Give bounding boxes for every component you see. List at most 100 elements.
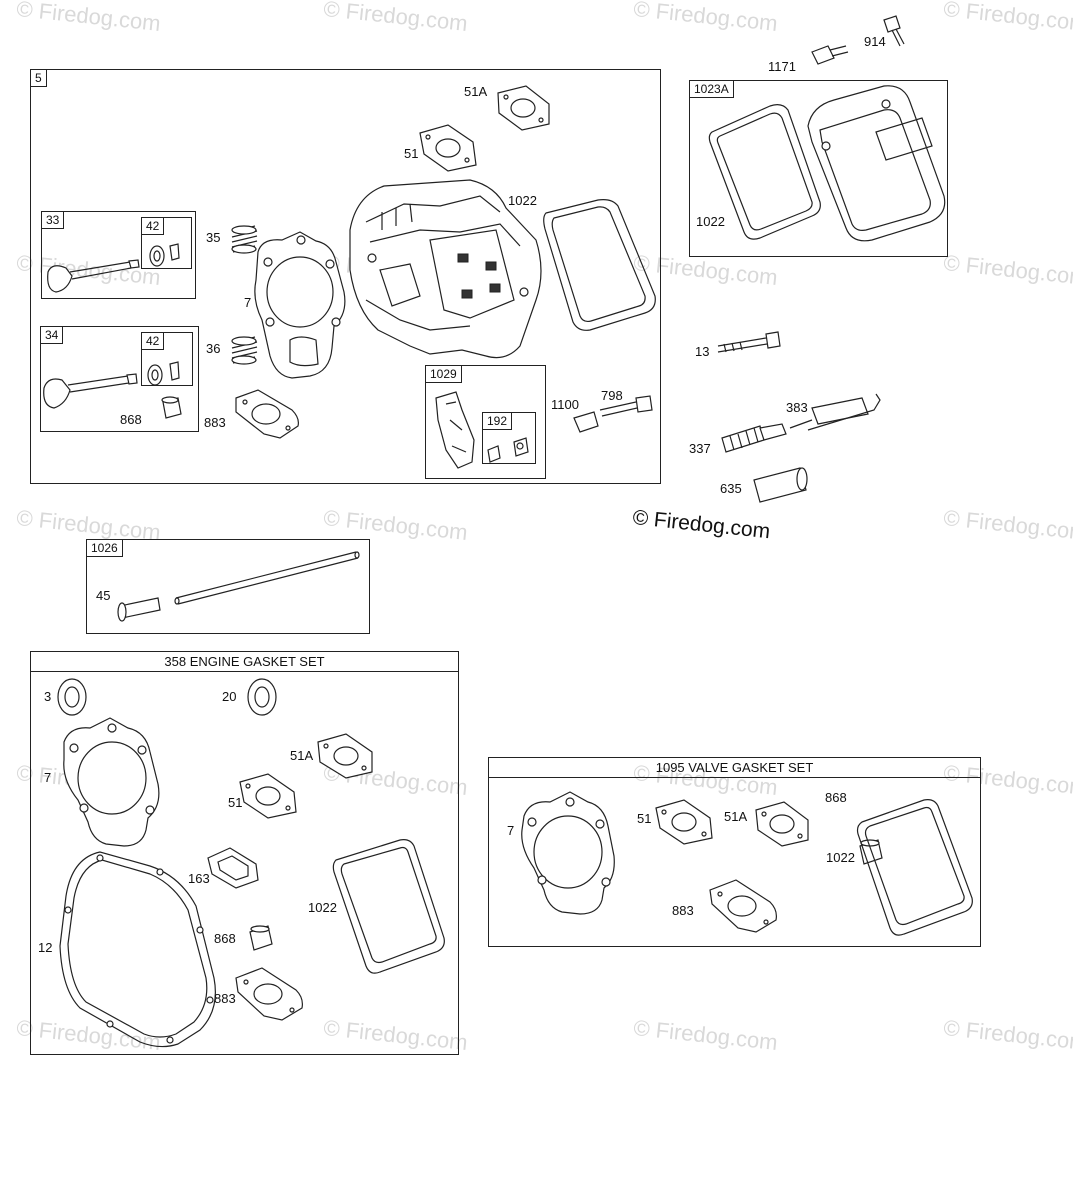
part-label: 3 bbox=[44, 689, 52, 704]
valve-keeper-b-drawing bbox=[148, 362, 179, 385]
pivot-1100-drawing bbox=[574, 412, 598, 432]
rocker-stud-798-drawing bbox=[600, 396, 652, 416]
part-label: 868 bbox=[214, 931, 236, 946]
part-label: 337 bbox=[689, 441, 711, 456]
oil-seal-3-drawing bbox=[58, 679, 86, 715]
box-rocker-arm: 1029 bbox=[425, 365, 546, 479]
part-label: 51A bbox=[464, 84, 488, 99]
part-label: 20 bbox=[222, 689, 237, 704]
tube-635-drawing bbox=[754, 468, 807, 502]
tappet-45-drawing bbox=[118, 598, 160, 621]
box-header: 358 ENGINE GASKET SET bbox=[31, 652, 458, 672]
box-rocker-nut: 192 bbox=[482, 412, 536, 464]
intake-gasket-51-valve-set-drawing bbox=[656, 800, 712, 844]
rocker-arm-drawing bbox=[436, 392, 474, 468]
part-label: 51A bbox=[724, 809, 748, 824]
part-label: 1171 bbox=[768, 59, 796, 74]
valve-seal-868-set-drawing bbox=[250, 926, 272, 950]
box-tag: 1029 bbox=[425, 365, 462, 383]
part-label: 883 bbox=[214, 991, 236, 1006]
gasket-163-drawing bbox=[208, 848, 258, 888]
valve-spring-35-drawing bbox=[232, 226, 257, 253]
intake-gasket-51a-drawing bbox=[498, 86, 549, 130]
valve-spring-36-drawing bbox=[232, 337, 257, 364]
part-label: 35 bbox=[206, 230, 221, 245]
box-valve-keeper-b: 42 bbox=[141, 332, 193, 386]
box-intake-valve: 33 bbox=[41, 211, 196, 299]
part-label: 7 bbox=[44, 770, 52, 785]
screw-13-drawing bbox=[718, 332, 780, 352]
part-label: 868 bbox=[120, 412, 142, 427]
part-label: 51A bbox=[290, 748, 314, 763]
part-label: 914 bbox=[864, 34, 886, 49]
part-label: 868 bbox=[825, 790, 847, 805]
part-label: 635 bbox=[720, 481, 742, 496]
part-label: 383 bbox=[786, 400, 808, 415]
part-label: 883 bbox=[672, 903, 694, 918]
part-label: 163 bbox=[188, 871, 210, 886]
box-tag: 42 bbox=[141, 332, 165, 350]
part-label: 1022 bbox=[308, 900, 337, 915]
box-tag: 1023A bbox=[689, 80, 734, 98]
box-main-cylinder-head: 5 bbox=[30, 69, 661, 484]
valve-seal-868-drawing bbox=[162, 397, 181, 418]
box-tag: 5 bbox=[30, 69, 47, 87]
crankcase-gasket-12-drawing bbox=[60, 852, 215, 1047]
box-valve-keeper-a: 42 bbox=[141, 217, 192, 269]
exhaust-gasket-883-valve-set-drawing bbox=[710, 880, 776, 932]
part-label: 798 bbox=[601, 388, 623, 403]
exhaust-gasket-883-drawing bbox=[236, 390, 298, 438]
box-tag: 1026 bbox=[86, 539, 123, 557]
intake-gasket-51a-valve-set-drawing bbox=[756, 802, 808, 846]
part-label: 883 bbox=[204, 415, 226, 430]
part-label: 36 bbox=[206, 341, 221, 356]
part-label: 1100 bbox=[551, 397, 579, 412]
spark-plug-337-drawing bbox=[722, 424, 786, 452]
rocker-cover-gasket-drawing bbox=[544, 200, 656, 331]
box-exhaust-valve: 34 bbox=[40, 326, 199, 432]
head-gasket-7-set-drawing bbox=[64, 718, 159, 846]
part-label: 1022 bbox=[826, 850, 855, 865]
valve-cover-gasket-drawing bbox=[709, 105, 820, 239]
intake-gasket-51a-set-drawing bbox=[318, 734, 372, 778]
rocker-nut-drawing bbox=[488, 438, 528, 462]
part-label: 51 bbox=[228, 795, 243, 810]
part-label: 7 bbox=[244, 295, 252, 310]
part-label: 13 bbox=[695, 344, 710, 359]
rocker-cover-gasket-set-drawing bbox=[333, 840, 444, 974]
box-valve-cover: 1023A bbox=[689, 80, 948, 257]
screw-914-drawing bbox=[884, 16, 904, 46]
box-push-rod: 1026 bbox=[86, 539, 370, 634]
intake-gasket-51-drawing bbox=[420, 125, 476, 171]
cylinder-head-drawing bbox=[350, 180, 541, 358]
oil-seal-20-drawing bbox=[248, 679, 276, 715]
breather-tube-1171-drawing bbox=[812, 46, 848, 64]
part-label: 1022 bbox=[696, 214, 725, 229]
push-rod-drawing bbox=[175, 552, 359, 604]
valve-seal-868-valve-set-drawing bbox=[860, 840, 882, 864]
box-tag: 33 bbox=[41, 211, 65, 229]
spark-plug-boot-383-drawing bbox=[790, 394, 880, 430]
box-engine-gasket-set: 358 ENGINE GASKET SET bbox=[30, 651, 459, 1055]
rocker-cover-gasket-valve-set-drawing bbox=[858, 800, 973, 936]
box-tag: 192 bbox=[482, 412, 513, 430]
part-label: 12 bbox=[38, 940, 53, 955]
intake-gasket-51-set-drawing bbox=[240, 774, 296, 818]
head-gasket-7-drawing bbox=[255, 232, 345, 378]
intake-valve-drawing bbox=[48, 260, 139, 292]
head-gasket-7-valve-set-drawing bbox=[522, 792, 615, 914]
part-label: 7 bbox=[507, 823, 515, 838]
part-label: 51 bbox=[637, 811, 652, 826]
box-header: 1095 VALVE GASKET SET bbox=[489, 758, 980, 778]
part-label: 51 bbox=[404, 146, 419, 161]
exhaust-valve-drawing bbox=[44, 374, 137, 408]
part-label: 45 bbox=[96, 588, 111, 603]
valve-keeper-a-drawing bbox=[150, 244, 179, 266]
box-tag: 34 bbox=[40, 326, 64, 344]
part-label: 1022 bbox=[508, 193, 537, 208]
exhaust-gasket-883-set-drawing bbox=[236, 968, 302, 1020]
valve-cover-drawing bbox=[808, 86, 945, 241]
box-valve-gasket-set: 1095 VALVE GASKET SET bbox=[488, 757, 981, 947]
